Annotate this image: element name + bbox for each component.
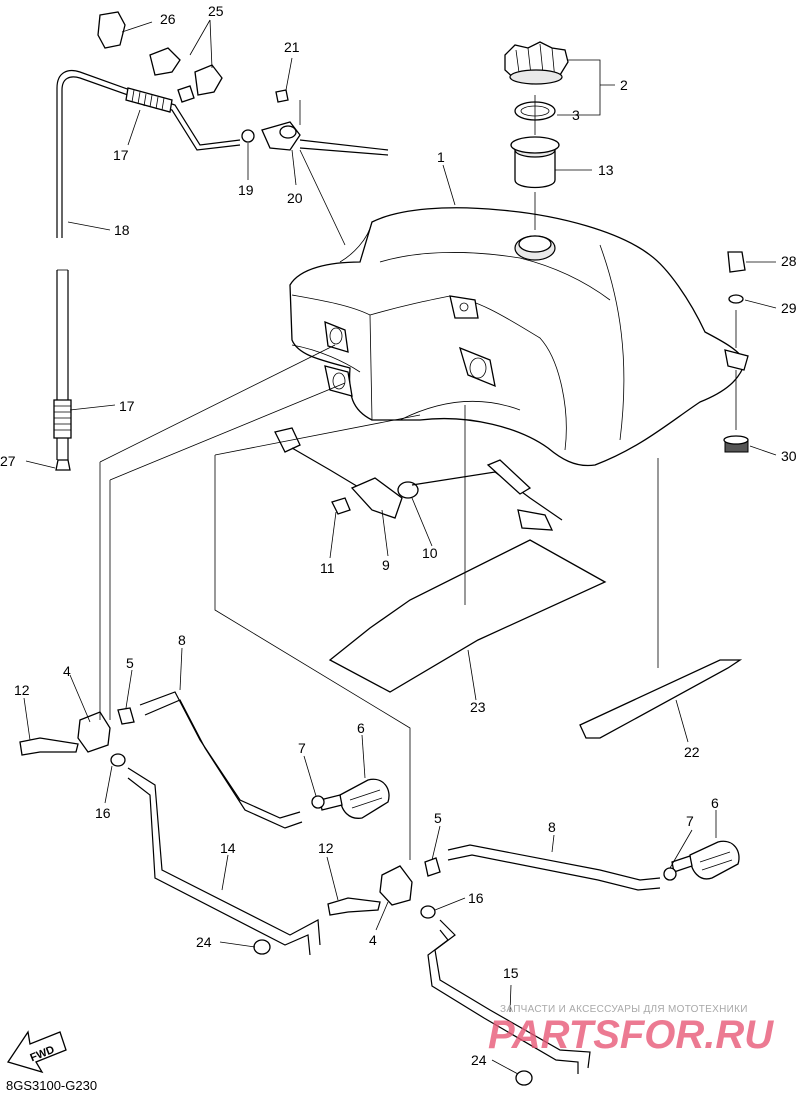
- callout-12-left: 12: [14, 682, 30, 698]
- callout-15: 15: [503, 965, 519, 981]
- callout-26: 26: [160, 11, 176, 27]
- fuel-pump[interactable]: [274, 427, 563, 531]
- washer-29[interactable]: [728, 294, 744, 304]
- callout-18: 18: [114, 222, 130, 238]
- bolt-28[interactable]: [727, 251, 746, 273]
- fuel-hose-14[interactable]: [127, 767, 321, 956]
- callout-22: 22: [684, 744, 700, 760]
- callout-9: 9: [382, 557, 390, 573]
- assembly-guide-lines: [99, 95, 737, 860]
- callout-30: 30: [781, 448, 797, 464]
- callout-14: 14: [220, 840, 236, 856]
- callout-8-right: 8: [548, 819, 556, 835]
- fuel-tank[interactable]: [289, 207, 749, 467]
- callout-21: 21: [284, 39, 300, 55]
- breather-pipe-lower[interactable]: [53, 269, 72, 471]
- callout-16-right: 16: [468, 890, 484, 906]
- damper-strip-22[interactable]: [579, 659, 743, 739]
- screw-21[interactable]: [275, 89, 289, 103]
- callout-13: 13: [598, 162, 614, 178]
- callout-17-top: 17: [113, 147, 129, 163]
- callout-11: 11: [320, 560, 335, 576]
- fuel-filter-6-left[interactable]: [319, 778, 390, 819]
- callout-7-right: 7: [686, 813, 694, 829]
- hose-clamp-19[interactable]: [241, 129, 255, 143]
- filler-strainer[interactable]: [510, 136, 560, 189]
- damper-30[interactable]: [723, 435, 749, 453]
- diagram-code: 8GS3100-G230: [6, 1078, 97, 1093]
- callout-24-right: 24: [471, 1052, 487, 1068]
- fuel-hose-8-right[interactable]: [447, 844, 661, 891]
- callout-10: 10: [422, 545, 438, 561]
- callout-16-left: 16: [95, 805, 111, 821]
- joint-5-right[interactable]: [424, 857, 441, 877]
- callout-5-left: 5: [126, 655, 134, 671]
- breather-valve-clips[interactable]: [97, 11, 223, 103]
- callout-6-right: 6: [711, 795, 719, 811]
- callout-labels: 26 25 21 2 3 17 19 20 13 1 18 28 29 17 2…: [0, 3, 797, 1068]
- fuel-cock-right[interactable]: [379, 865, 413, 906]
- callout-23: 23: [470, 699, 486, 715]
- callout-4-right: 4: [369, 932, 377, 948]
- leader-lines: [23, 19, 777, 1075]
- callout-6-left: 6: [357, 720, 365, 736]
- watermark: ЗАПЧАСТИ И АКСЕССУАРЫ ДЛЯ МОТОТЕХНИКИ PA…: [488, 1004, 774, 1057]
- callout-2: 2: [620, 77, 628, 93]
- clamp-7-left[interactable]: [311, 795, 325, 809]
- clamp-24-right[interactable]: [515, 1070, 533, 1086]
- fwd-arrow-icon: FWD: [6, 1030, 67, 1074]
- callout-3: 3: [572, 107, 580, 123]
- fuel-filter-6-right[interactable]: [671, 840, 740, 880]
- callout-8-left: 8: [178, 632, 186, 648]
- callout-20: 20: [287, 190, 303, 206]
- bolt-12-right[interactable]: [327, 897, 381, 916]
- watermark-logo: PARTSFOR.RU: [488, 1013, 774, 1057]
- fuel-cock-left[interactable]: [77, 711, 111, 753]
- clamp-16-left[interactable]: [110, 753, 126, 767]
- callout-25: 25: [208, 3, 224, 19]
- callout-24-left: 24: [196, 934, 212, 950]
- callout-7-left: 7: [298, 740, 306, 756]
- callout-29: 29: [781, 300, 797, 316]
- watermark-tagline: ЗАПЧАСТИ И АКСЕССУАРЫ ДЛЯ МОТОТЕХНИКИ: [500, 1004, 748, 1015]
- callout-27: 27: [0, 453, 16, 469]
- callout-17-mid: 17: [119, 398, 135, 414]
- fuel-hose-8-left[interactable]: [139, 691, 303, 829]
- breather-hose[interactable]: [56, 69, 241, 238]
- callout-12-right: 12: [318, 840, 334, 856]
- callout-5-right: 5: [434, 810, 442, 826]
- bolt-12-left[interactable]: [19, 737, 79, 756]
- screw-11[interactable]: [331, 497, 351, 515]
- callout-19: 19: [238, 182, 254, 198]
- breather-valve-20[interactable]: [261, 121, 389, 156]
- joint-5-left[interactable]: [117, 707, 135, 725]
- clamp-24-left[interactable]: [253, 939, 271, 955]
- clamp-16-right[interactable]: [420, 905, 436, 919]
- clamp-7-right[interactable]: [663, 867, 677, 881]
- callout-4-left: 4: [63, 663, 71, 679]
- callout-28: 28: [781, 253, 797, 269]
- fuel-hose-15[interactable]: [427, 919, 591, 1074]
- callout-1: 1: [437, 149, 445, 165]
- tank-protector-23[interactable]: [328, 539, 607, 693]
- fuel-cap[interactable]: [504, 41, 569, 85]
